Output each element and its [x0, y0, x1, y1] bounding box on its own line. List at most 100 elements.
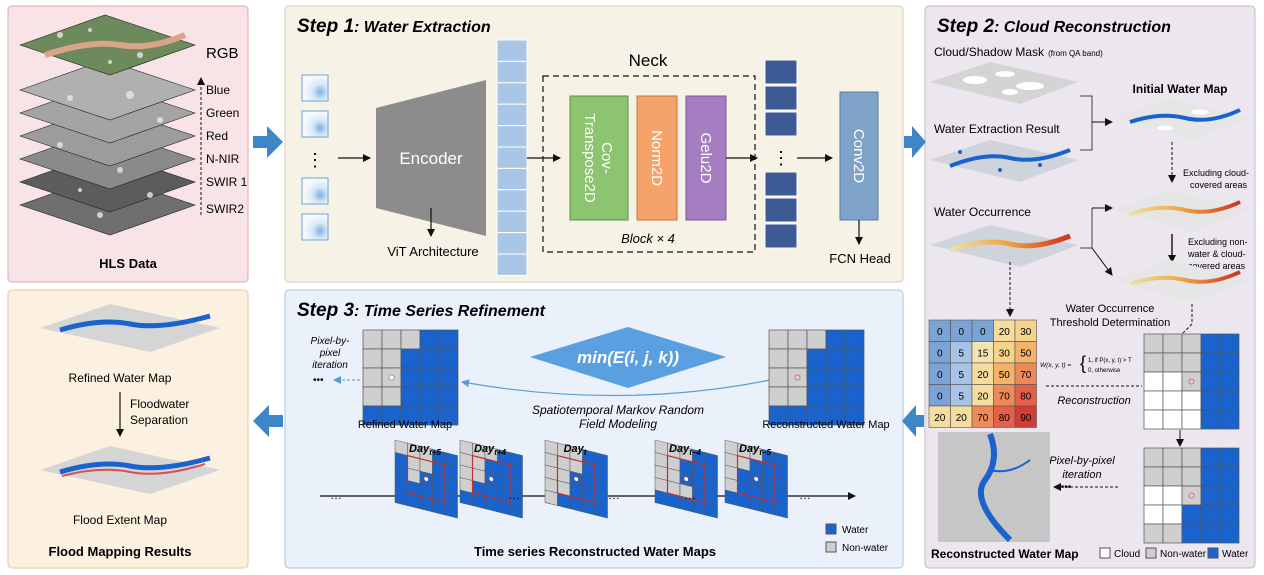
grid-cell — [768, 348, 789, 369]
step3-title: : Time Series Refinement — [354, 303, 546, 320]
threshold-connector — [1179, 304, 1193, 337]
block-cov-transpose2d — [569, 95, 629, 221]
neighborhood-box — [556, 454, 596, 504]
grid-cell — [1200, 485, 1221, 506]
grid-cell — [1162, 504, 1183, 525]
input-patches: ⋮ — [301, 74, 329, 241]
grid-cell — [419, 367, 440, 388]
grid-cell — [400, 367, 421, 388]
step1-label: Step 1 — [297, 16, 354, 37]
grid-cell — [1219, 409, 1240, 430]
step2-title: : Cloud Reconstruction — [994, 19, 1171, 36]
step3-pbp-label-2: pixel — [319, 348, 341, 359]
grid-cell — [362, 329, 383, 350]
legend-cloud-swatch — [1099, 547, 1111, 559]
timeline-cell — [594, 502, 608, 519]
refined-grid — [362, 329, 459, 426]
occurrence-cell-value: 20 — [934, 413, 946, 424]
grid-cell — [1162, 352, 1183, 373]
feature-cell — [764, 85, 798, 111]
grid-cell — [1219, 504, 1240, 525]
grid-cell — [787, 386, 808, 407]
grid-marker — [794, 374, 801, 381]
step3-legend-water-label: Water — [842, 525, 869, 536]
timeline-map — [654, 439, 718, 519]
occurrence-cell-value: 5 — [958, 391, 964, 402]
grid-cell — [1143, 371, 1164, 392]
grid-cell — [806, 348, 827, 369]
day-label: Dayt+5 — [409, 443, 442, 457]
grid-cell — [1143, 523, 1164, 544]
step2-label: Step 2 — [937, 16, 994, 37]
grid-cell — [844, 329, 865, 350]
grid-cell — [1162, 371, 1183, 392]
neighborhood-box — [471, 454, 511, 504]
grid-cell — [1162, 409, 1183, 430]
day-label: Dayt+4 — [474, 443, 507, 457]
flood-extent-label: Flood Extent Map — [73, 513, 167, 527]
grid-cell — [438, 367, 459, 388]
block-norm2d — [636, 95, 678, 221]
token-cell — [496, 189, 528, 212]
grid-cell — [1143, 504, 1164, 525]
grid-cell — [1162, 466, 1183, 487]
formula-case1: 1, if P(x, y, t) > T — [1088, 358, 1132, 364]
grid-cell — [806, 386, 827, 407]
step1-title: : Water Extraction — [354, 19, 491, 36]
occurrence-cell-value: 70 — [1020, 370, 1032, 381]
grid-cell — [768, 386, 789, 407]
occurrence-cell — [1014, 405, 1037, 428]
legend-water-label: Water — [1222, 549, 1249, 560]
occurrence-cell-value: 0 — [937, 391, 943, 402]
mask-label: Cloud/Shadow Mask — [934, 45, 1045, 59]
occurrence-cell-value: 20 — [956, 413, 968, 424]
feature-cell — [764, 171, 798, 197]
flow-arrow-hls-to-step1 — [253, 126, 283, 158]
grid-cell — [1143, 333, 1164, 354]
grid-cell — [400, 348, 421, 369]
excl-nonwater-river — [1129, 270, 1241, 286]
grid-cell — [844, 367, 865, 388]
grid-cell — [1219, 466, 1240, 487]
exclude-nonwater-label-1: Excluding non- — [1188, 237, 1248, 247]
grid-cell — [419, 348, 440, 369]
rgb-river — [44, 32, 187, 58]
grid-cell — [419, 386, 440, 407]
grid-cell — [1219, 371, 1240, 392]
token-column — [496, 39, 528, 276]
grid-cell — [1181, 504, 1202, 525]
grid-cell — [362, 386, 383, 407]
legend-nonwater-swatch — [1145, 547, 1157, 559]
flow-arrow-step1-to-step2 — [904, 126, 926, 158]
occurrence-map — [930, 225, 1078, 267]
timeline-cell — [704, 502, 718, 519]
formula-brace: { — [1080, 353, 1086, 373]
step3-legend-water-swatch — [825, 523, 837, 535]
conv2d-label: Conv2D — [850, 129, 867, 183]
reconstructed-map-label: Reconstructed Water Map — [931, 547, 1079, 561]
hls-layer-stack — [19, 14, 205, 236]
token-cell — [496, 39, 528, 62]
encoder-label: Encoder — [399, 149, 463, 168]
timeline-map — [724, 439, 788, 519]
grid-cell — [438, 348, 459, 369]
occurrence-cell-value: 5 — [958, 348, 964, 359]
initial-map-label: Initial Water Map — [1133, 82, 1228, 96]
token-cell — [496, 125, 528, 148]
svg-text:Cloud/Shadow Mask(from QA band: Cloud/Shadow Mask(from QA band) — [934, 45, 1103, 59]
results-title: Flood Mapping Results — [49, 544, 192, 559]
token-cell — [496, 103, 528, 127]
grid-marker — [1188, 378, 1195, 385]
threshold-label-2: Threshold Determination — [1050, 317, 1170, 329]
occurrence-cell-value: 70 — [977, 413, 989, 424]
water-extraction-river — [949, 148, 1071, 168]
threshold-label-1: Water Occurrence — [1066, 303, 1155, 315]
exclude-cloud-label: Excluding cloud- — [1183, 168, 1249, 178]
timeline-map — [544, 439, 608, 519]
occurrence-cell-value: 5 — [958, 370, 964, 381]
occurrence-cell-value: 50 — [999, 370, 1011, 381]
feature-column: ⋮ — [764, 59, 798, 249]
